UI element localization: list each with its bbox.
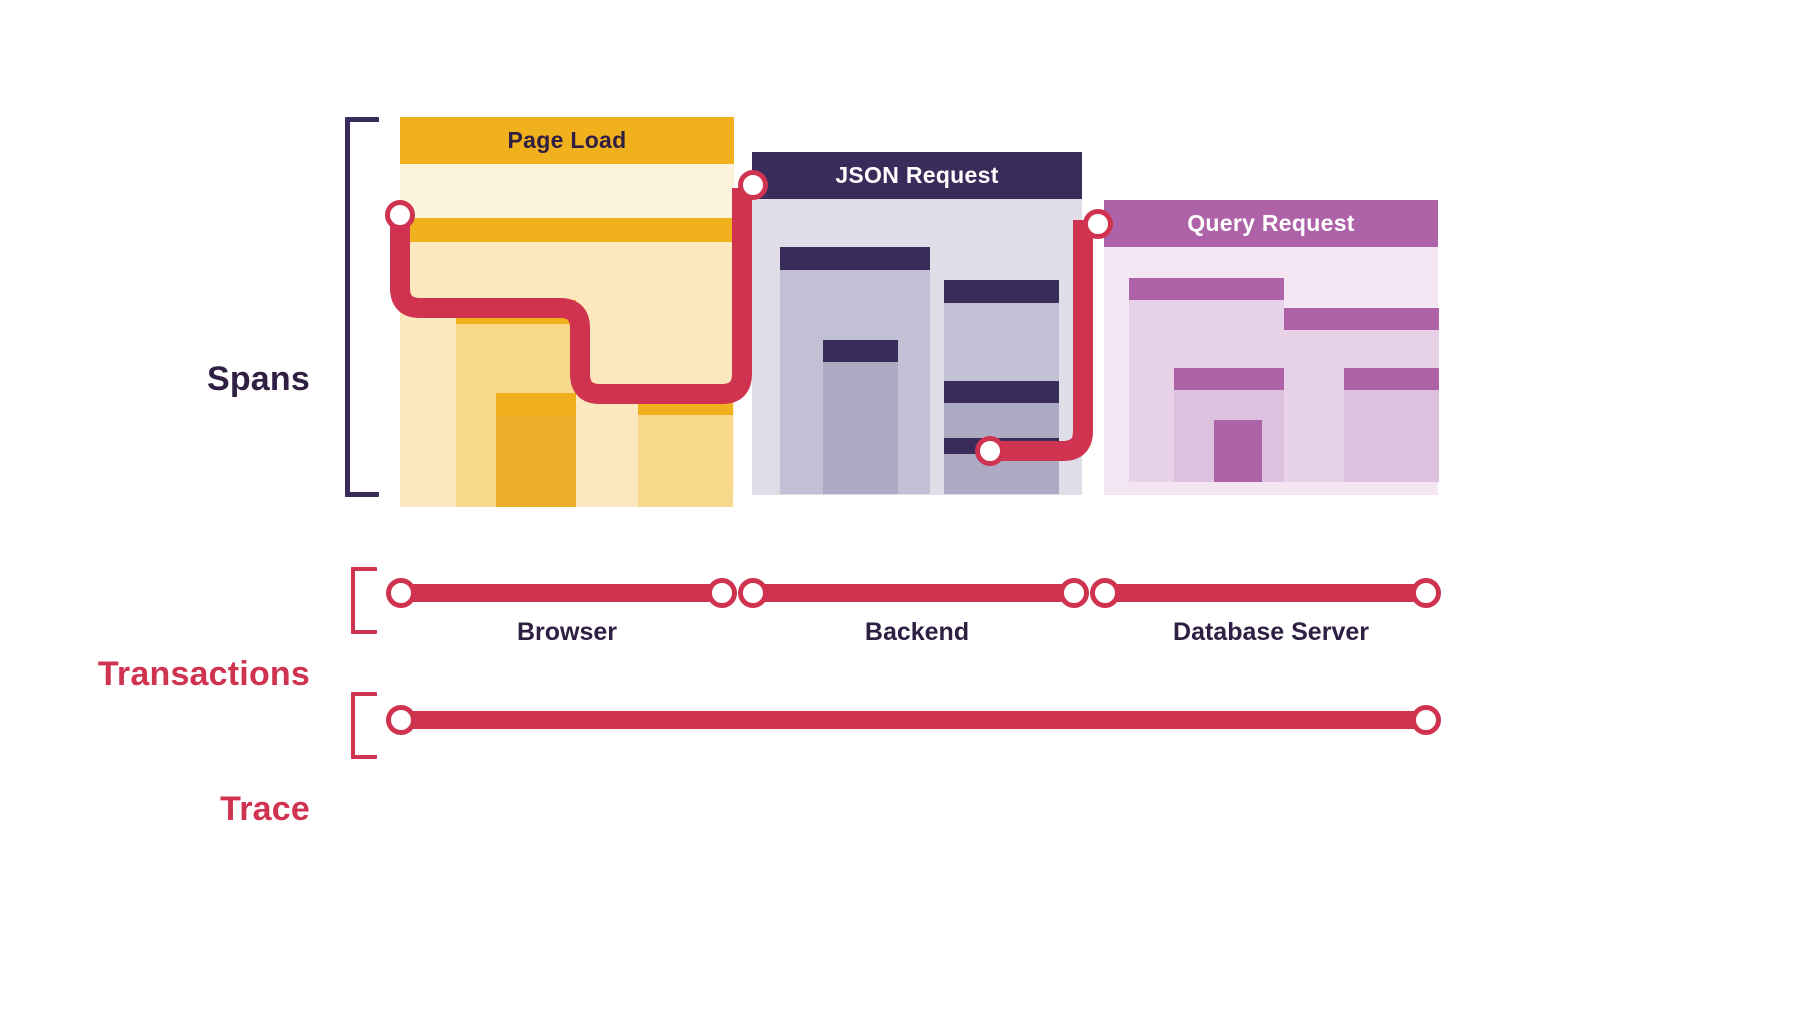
timeline-backend-transaction: [745, 584, 1082, 602]
span-cap: [780, 247, 930, 270]
backend-entry-node: [738, 170, 768, 200]
node-full-trace-end: [1411, 705, 1441, 735]
span-cap: [944, 280, 1059, 303]
database-entry-node: [1083, 209, 1113, 239]
node-browser-transaction-start: [386, 578, 416, 608]
span-database-query-leaf-span: [1214, 420, 1262, 482]
timeline-browser-transaction: [393, 584, 730, 602]
transaction-title-backend: JSON Request: [752, 152, 1082, 199]
node-database-transaction-end: [1411, 578, 1441, 608]
browser-root-start-node: [385, 200, 415, 230]
span-cap: [823, 340, 898, 362]
trace-row-label: Trace: [220, 790, 310, 828]
span-cap: [1344, 368, 1439, 390]
node-backend-transaction-end: [1059, 578, 1089, 608]
span-cap: [456, 300, 576, 324]
span-backend-handler-child-span: [823, 340, 898, 494]
span-cap: [578, 218, 733, 242]
service-name-browser: Browser: [516, 618, 618, 646]
span-cap: [400, 218, 601, 242]
span-browser-sibling-child-span: [638, 393, 733, 507]
span-cap: [1174, 368, 1284, 390]
transaction-title-browser: Page Load: [400, 117, 734, 164]
trace-bracket: [351, 692, 377, 759]
timeline-full-trace: [393, 711, 1434, 729]
spans-row-label: Spans: [206, 360, 310, 398]
node-browser-transaction-end: [707, 578, 737, 608]
span-cap: [1129, 278, 1284, 300]
span-browser-child-span-2: [496, 393, 576, 507]
transactions-bracket: [351, 567, 377, 634]
service-name-database: Database Server: [1173, 618, 1369, 646]
transactions-row-label: Transactions: [97, 655, 310, 693]
backend-db-call-node: [975, 436, 1005, 466]
spans-bracket: [345, 117, 379, 497]
node-database-transaction-start: [1090, 578, 1120, 608]
span-cap: [944, 381, 1059, 403]
span-database-result-child-span: [1344, 368, 1439, 482]
span-cap: [638, 393, 733, 415]
span-cap: [496, 393, 576, 415]
transaction-title-database: Query Request: [1104, 200, 1438, 247]
node-backend-transaction-start: [738, 578, 768, 608]
span-cap: [1214, 420, 1262, 442]
node-full-trace-start: [386, 705, 416, 735]
span-cap: [1284, 308, 1439, 330]
service-name-backend: Backend: [864, 618, 970, 646]
timeline-database-transaction: [1097, 584, 1434, 602]
